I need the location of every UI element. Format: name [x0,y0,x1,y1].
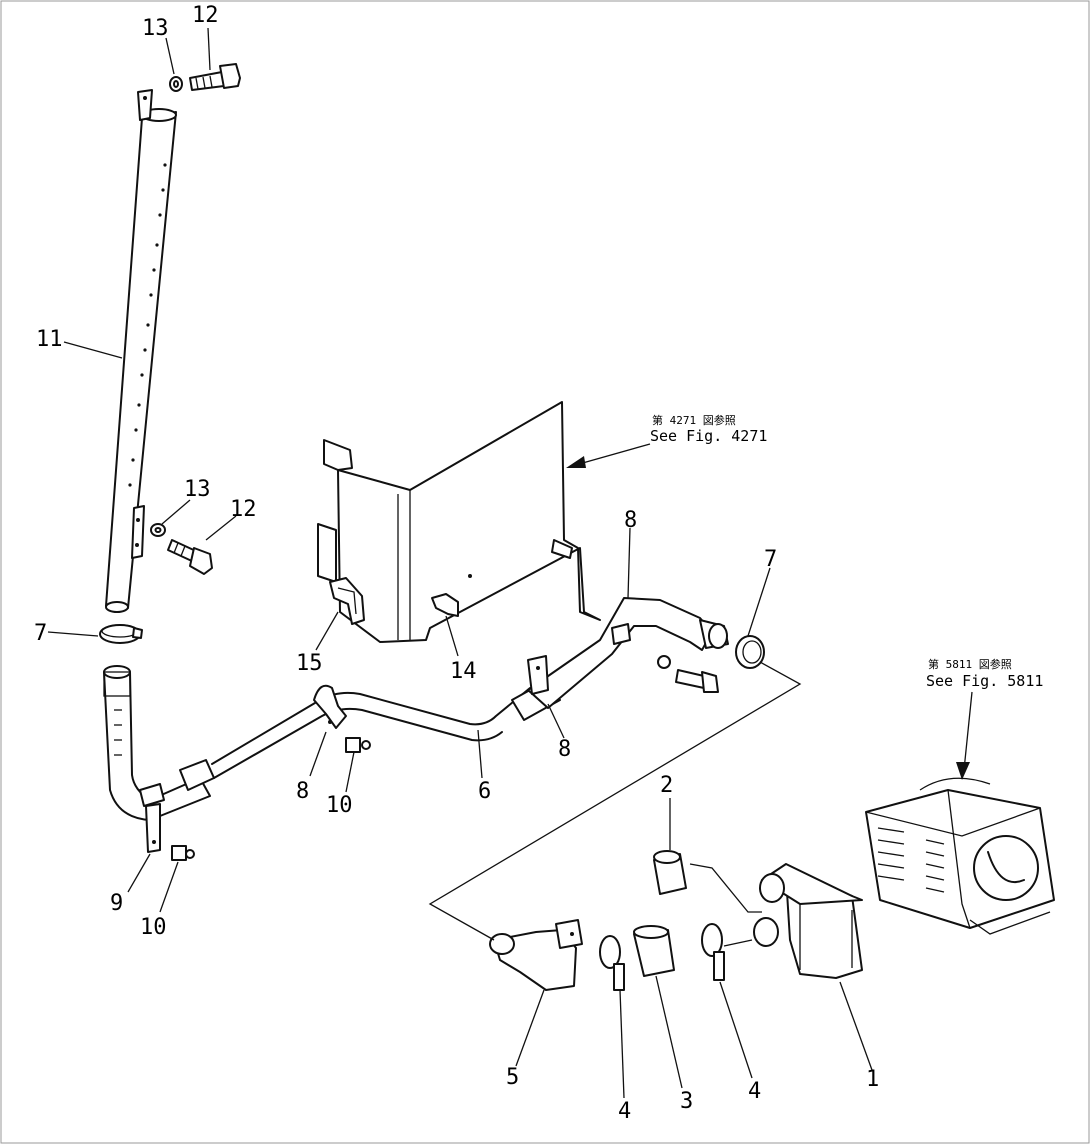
part-6-middle-duct [211,687,531,779]
callout-5: 5 [506,1065,519,1090]
part-14-clip [431,593,459,617]
part-9-bent-duct [103,665,215,853]
callout-4-left: 4 [618,1099,631,1124]
cab-panel [317,401,601,643]
part-3-sleeve [633,925,675,977]
callout-6: 6 [478,779,491,804]
callout-3: 3 [680,1089,693,1114]
callout-9: 9 [110,891,123,916]
callout-numbers: 13 12 11 13 12 7 15 14 8 7 8 8 10 6 9 10… [34,3,879,1124]
callout-14: 14 [450,659,477,684]
callout-7-left: 7 [34,621,47,646]
part-4-clamp-left [599,935,625,991]
part-7-clamp-left [99,624,143,644]
callout-12-lower: 12 [230,497,257,522]
part-10-screw-middle [345,737,371,753]
blower-vents [877,827,945,893]
part-5-elbow [489,919,583,991]
assembly-lines [428,661,802,947]
reference-right-jp: 第 5811 図参照 [928,657,1012,671]
part-7-clamp-right [735,635,765,669]
reference-arrow-5811 [956,691,973,780]
callout-10-left: 10 [140,915,167,940]
callout-11: 11 [36,327,63,352]
part-15-clip [329,577,365,625]
bolt-right [657,655,719,693]
reference-right-en: See Fig. 5811 [926,672,1043,690]
callout-8-middle: 8 [296,779,309,804]
callout-13-lower: 13 [184,477,211,502]
callout-2: 2 [660,773,673,798]
part-11-vertical-duct [105,89,177,613]
blower-unit [865,777,1055,935]
callout-8-right: 8 [558,737,571,762]
part-2-coupling [653,850,687,895]
part-10-screw-left [171,845,195,861]
reference-upper-en: See Fig. 4271 [650,427,767,445]
part-8-clip-middle [313,684,347,729]
leader-lines [47,27,873,1099]
reference-arrow-4271 [566,443,651,468]
part-8-hose-right [511,597,729,721]
callout-4-right: 4 [748,1079,761,1104]
callout-8-upper: 8 [624,508,637,533]
part-4-clamp-right [701,923,725,981]
part-13-washer-upper [169,76,183,92]
callout-10-middle: 10 [326,793,353,818]
callout-12-upper: 12 [192,3,219,28]
part-13-washer-lower [150,523,166,537]
callout-1: 1 [866,1067,879,1092]
duct-ribs [114,709,122,756]
callout-15: 15 [296,651,323,676]
part-12-bolt-lower [167,539,213,575]
callout-13-upper: 13 [142,16,169,41]
reference-upper-jp: 第 4271 図参照 [652,413,736,427]
part-1-heater-unit [753,863,863,979]
duct-holes [128,163,167,487]
callout-7-right: 7 [764,547,777,572]
part-12-bolt-upper [189,63,241,91]
